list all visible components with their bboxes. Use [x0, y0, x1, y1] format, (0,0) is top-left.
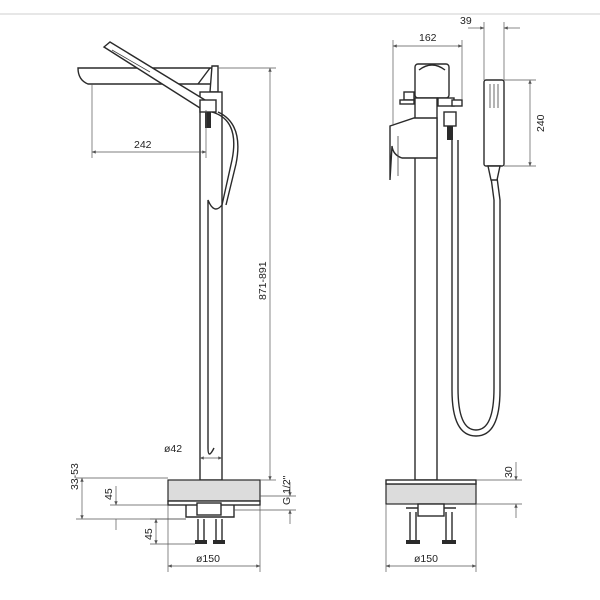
front-mount: [185, 505, 235, 518]
dim-side-adjust: 33-53: [69, 463, 81, 490]
dim-thread: G 1/2": [281, 475, 293, 505]
front-spout: [77, 67, 216, 85]
front-holder: [199, 99, 217, 113]
dim-base-diameter-front: ø150: [196, 553, 220, 565]
dim-width: 162: [419, 32, 437, 44]
dim-base-height: 30: [503, 466, 515, 478]
front-view: 242 871-891 ø42 33-53 45 45 G 1/2": [69, 41, 296, 572]
dim-handshower-length: 240: [535, 114, 547, 132]
dim-height-range: 871-891: [257, 261, 269, 300]
side-hose: [451, 140, 501, 437]
side-view: 162 39 240 30 ø150: [385, 15, 547, 572]
front-base: [167, 479, 261, 502]
dim-column-diameter: ø42: [164, 443, 182, 455]
side-lever: [389, 117, 438, 181]
dim-base-diameter-side: ø150: [414, 553, 438, 565]
dim-45-lower: 45: [143, 528, 155, 540]
side-base: [385, 483, 477, 505]
dim-45-upper: 45: [103, 488, 115, 500]
front-hose: [207, 111, 235, 448]
dim-spout-reach: 242: [134, 139, 152, 151]
dim-handshower-width: 39: [460, 15, 472, 27]
front-column: [199, 91, 223, 481]
